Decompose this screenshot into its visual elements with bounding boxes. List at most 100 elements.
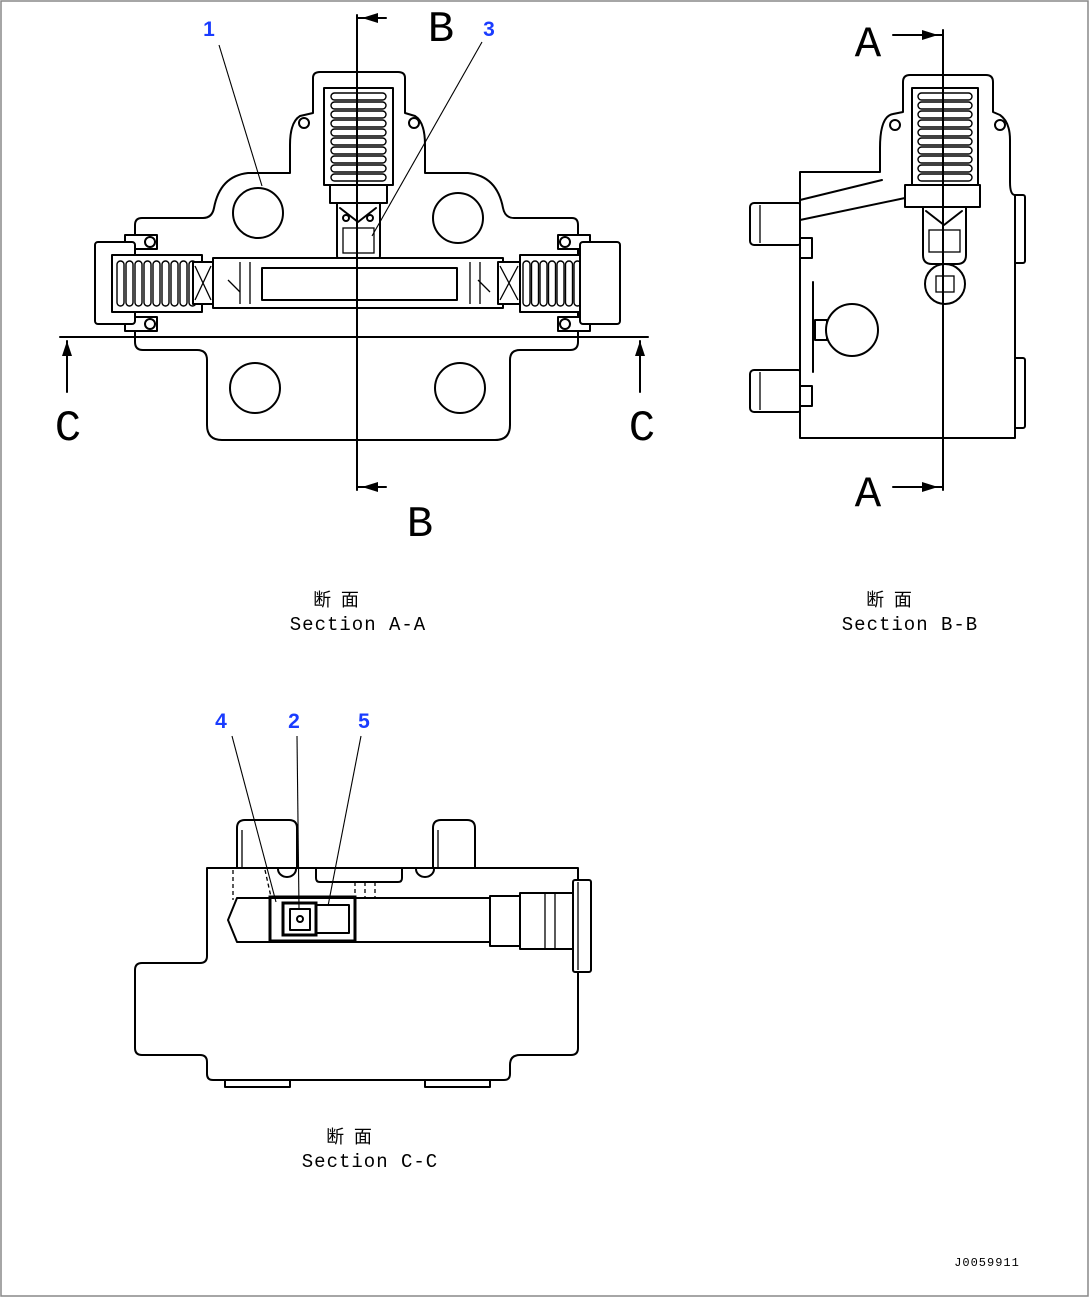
foot — [224, 1079, 291, 1088]
spring-coil — [330, 137, 387, 146]
spring-seat — [329, 184, 388, 204]
spring-coil — [917, 101, 973, 110]
poppet-body — [928, 229, 961, 253]
spring-coil — [530, 260, 540, 307]
bolt-head — [749, 369, 803, 413]
mounting-hole — [434, 362, 486, 414]
callout-2[interactable]: 2 — [288, 710, 300, 733]
spring-coil — [170, 260, 179, 307]
cutting-plane-a-a: A A — [855, 20, 944, 520]
half-hole — [415, 868, 435, 878]
spring-coil — [917, 119, 973, 128]
spring-coil — [917, 155, 973, 164]
spring-coil — [539, 260, 548, 307]
spring-coil — [547, 260, 557, 307]
callout-4[interactable]: 4 — [215, 710, 227, 733]
mounting-hole — [432, 192, 484, 244]
right-plug — [579, 241, 621, 325]
spring-coil — [564, 260, 574, 307]
valve-body-section-outline — [134, 867, 579, 1081]
arrow-right-icon — [922, 30, 938, 40]
spring-coil — [917, 164, 973, 173]
spring-left — [116, 260, 197, 307]
ball — [342, 214, 350, 222]
left-seat-cross — [194, 265, 212, 301]
marker-a-top: A — [855, 20, 882, 70]
right-seat-cross — [499, 265, 519, 301]
notch — [799, 237, 813, 259]
section-c-c-view: 断 面 Section C-C — [134, 819, 592, 1173]
o-ring — [144, 318, 156, 330]
spring-coil — [917, 173, 973, 182]
mounting-hole — [232, 187, 284, 239]
spring-coil — [179, 260, 188, 307]
caption-c-c: Section C-C — [302, 1151, 438, 1173]
marker-a-bottom: A — [855, 470, 882, 520]
spring-coil — [330, 92, 387, 101]
notch — [799, 385, 813, 407]
fitting-flange — [572, 879, 592, 973]
o-ring — [994, 119, 1006, 131]
caption-a-a: Section A-A — [290, 614, 426, 636]
callouts: 1 3 4 2 5 — [203, 18, 495, 909]
spring-coil — [917, 137, 973, 146]
caption-b-b-jp: 断 面 — [866, 590, 914, 611]
leader-line-4 — [231, 735, 277, 903]
spring-coil — [330, 155, 387, 164]
spring-coil — [556, 260, 565, 307]
poppet-core — [289, 908, 311, 931]
leader-line-2 — [296, 735, 300, 909]
o-ring — [889, 119, 901, 131]
spring-coil — [330, 101, 387, 110]
caption-a-a-jp: 断 面 — [313, 590, 361, 611]
leader-line-3 — [371, 41, 483, 237]
arrow-right-icon — [922, 482, 938, 492]
marker-c-left: C — [55, 404, 81, 454]
spring-coil — [330, 110, 387, 119]
top-tab — [236, 819, 298, 868]
marker-b-bottom: B — [407, 500, 433, 550]
cutting-plane-c-c: C C — [55, 336, 655, 454]
leader-line-1 — [218, 44, 263, 187]
valve-seat-part — [268, 895, 357, 943]
spool-bore — [227, 897, 491, 943]
spring-coil — [522, 260, 531, 307]
o-ring — [298, 117, 310, 129]
leader-line-5 — [327, 735, 362, 907]
spring-coil — [161, 260, 170, 307]
spring-coil — [330, 128, 387, 137]
arrow-up-icon — [62, 341, 72, 356]
callout-5[interactable]: 5 — [358, 710, 370, 733]
arrow-left-icon — [362, 482, 378, 492]
knob — [825, 303, 879, 357]
hidden-line — [264, 869, 272, 898]
o-ring — [408, 117, 420, 129]
fitting-thread — [544, 893, 556, 949]
spring-top — [330, 92, 387, 182]
o-ring — [144, 236, 156, 248]
top-tab — [432, 819, 476, 868]
valve-body-side-outline — [799, 74, 1016, 439]
top-relief-assembly — [298, 87, 420, 267]
cutting-plane-b-b: B B — [356, 5, 454, 550]
callout-1[interactable]: 1 — [203, 18, 215, 41]
section-a-a-view: C C B B 断 面 Section A-A — [55, 5, 655, 636]
orifice — [296, 915, 304, 923]
plug-bulb-inner — [935, 275, 955, 293]
spring-coil — [330, 173, 387, 182]
spring-coil — [917, 110, 973, 119]
spring-part — [315, 904, 350, 934]
spring-coil — [125, 260, 134, 307]
arrow-up-icon — [635, 341, 645, 356]
fitting-neck — [489, 895, 521, 947]
spring-coil — [917, 92, 973, 101]
spring-coil — [917, 128, 973, 137]
spring-coil — [917, 146, 973, 155]
poppet-body — [342, 227, 375, 254]
drawing-id: J0059911 — [954, 1256, 1020, 1270]
marker-c-right: C — [629, 404, 655, 454]
callout-3[interactable]: 3 — [483, 18, 495, 41]
marker-b-top: B — [428, 5, 454, 55]
